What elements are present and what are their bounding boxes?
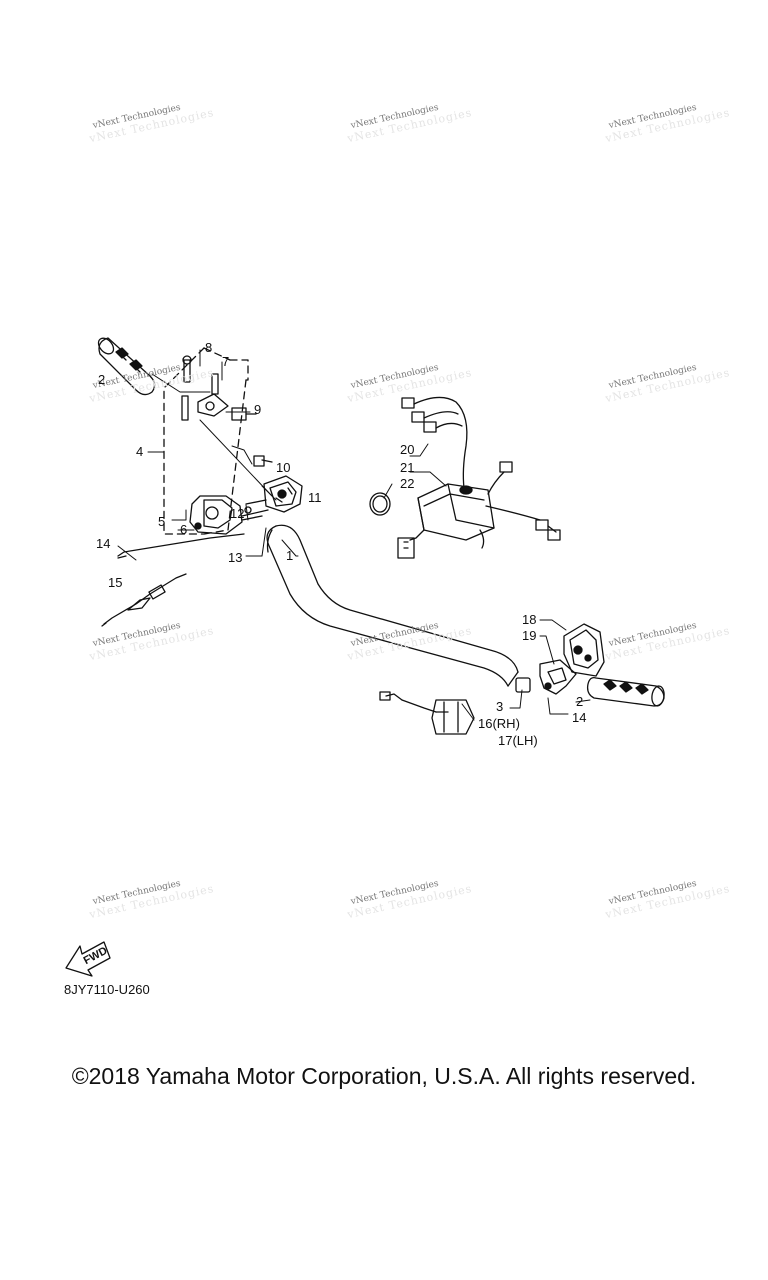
callout-21: 21 [400, 460, 415, 475]
callout-10: 10 [276, 460, 291, 475]
callout-2-left: 2 [98, 372, 106, 387]
callout-22: 22 [400, 476, 415, 491]
clamp-ring [369, 492, 391, 516]
callout-19: 19 [522, 628, 537, 643]
callout-17: 17(LH) [498, 733, 538, 748]
callout-8: 8 [205, 340, 213, 355]
callout-9: 9 [254, 402, 262, 417]
grip-warmer-element [379, 691, 475, 735]
callout-14-left: 14 [96, 536, 111, 551]
callout-2-right: 2 [576, 694, 584, 709]
right-switch-housing [539, 623, 605, 695]
control-box [397, 483, 495, 559]
cable-15 [101, 573, 187, 627]
diagram-code: 8JY7110-U260 [64, 982, 150, 997]
callout-16: 16(RH) [478, 716, 520, 731]
callout-1: 1 [286, 548, 294, 563]
callout-13: 13 [228, 550, 243, 565]
bolt-parts [181, 355, 273, 467]
callout-6: 6 [180, 522, 188, 537]
callout-18: 18 [522, 612, 537, 627]
callout-4: 4 [136, 444, 144, 459]
right-grip-part [586, 676, 665, 707]
collar-part [515, 677, 531, 693]
callout-14-right: 14 [572, 710, 587, 725]
callout-11: 11 [308, 490, 322, 505]
callout-15: 15 [108, 575, 123, 590]
wire-harness [401, 396, 561, 541]
copyright-notice: ©2018 Yamaha Motor Corporation, U.S.A. A… [71, 1063, 697, 1089]
handlebar-tube [266, 524, 519, 687]
callout-7: 7 [222, 354, 230, 369]
left-switch-body [189, 495, 269, 535]
throttle-housing [263, 475, 303, 513]
fwd-arrow-icon [65, 941, 111, 977]
callout-12: 12 [230, 506, 245, 521]
callout-5: 5 [158, 514, 166, 529]
callout-20: 20 [400, 442, 415, 457]
callout-3: 3 [496, 699, 504, 714]
left-grip-part [97, 337, 156, 396]
cable-14-left [117, 533, 245, 559]
right-leader-lines [281, 443, 591, 721]
